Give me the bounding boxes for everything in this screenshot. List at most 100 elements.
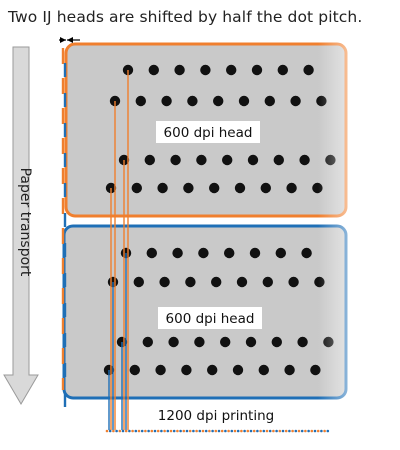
- nozzle: [170, 154, 181, 166]
- printed-dot: [240, 429, 243, 433]
- head-2: 600 dpi head: [62, 222, 400, 402]
- printed-dot: [179, 429, 182, 433]
- paper-transport-label: Paper transport: [17, 168, 33, 277]
- printed-dot: [169, 429, 173, 433]
- printed-dot: [176, 429, 179, 433]
- nozzle: [284, 364, 295, 376]
- nozzle: [172, 247, 183, 259]
- printed-dot: [128, 429, 131, 433]
- printed-dot: [230, 429, 234, 433]
- nozzle: [303, 64, 314, 76]
- nozzle: [200, 64, 211, 76]
- nozzle: [260, 182, 271, 194]
- printed-dot: [204, 429, 208, 433]
- nozzle: [183, 182, 194, 194]
- printed-dot: [134, 429, 138, 433]
- nozzle: [157, 182, 168, 194]
- printed-dot: [124, 429, 128, 433]
- printed-dot: [105, 429, 109, 433]
- head-1-fade-gradient: [318, 40, 378, 220]
- printed-dot: [278, 429, 282, 433]
- nozzle: [198, 247, 209, 259]
- nozzle: [185, 276, 196, 288]
- printed-dot: [275, 429, 278, 433]
- nozzle: [247, 154, 259, 166]
- head-1: 600 dpi head: [64, 40, 400, 220]
- printed-dot: [166, 429, 170, 433]
- nozzle: [299, 154, 310, 166]
- printed-dot: [294, 429, 298, 433]
- printed-dot: [262, 429, 266, 433]
- nozzle: [262, 276, 273, 288]
- printed-dot: [121, 429, 125, 433]
- nozzle: [155, 364, 166, 376]
- nozzle: [196, 154, 207, 166]
- printed-dot: [256, 429, 259, 433]
- nozzle: [220, 336, 231, 348]
- printed-dot: [192, 429, 195, 433]
- half-pitch-indicator: [59, 37, 80, 43]
- nozzle: [258, 364, 269, 376]
- printed-dot: [156, 429, 160, 433]
- nozzle: [236, 276, 248, 288]
- nozzle: [133, 276, 144, 288]
- nozzle: [271, 336, 282, 348]
- printed-dot: [185, 429, 189, 433]
- head-2-fade: [378, 222, 400, 402]
- head-1-label-box: [156, 121, 260, 143]
- nozzle: [144, 154, 155, 166]
- nozzle: [159, 276, 170, 288]
- nozzle: [129, 364, 140, 376]
- printed-dot: [313, 429, 317, 433]
- printed-dot: [300, 429, 304, 433]
- nozzle: [245, 336, 257, 348]
- printed-dot: [246, 429, 250, 433]
- printed-dot: [140, 429, 144, 433]
- head-2-label-box: [158, 307, 262, 329]
- printed-dot-row: [105, 429, 330, 433]
- printed-dot: [144, 429, 147, 433]
- nozzle: [264, 95, 275, 107]
- printed-dot: [220, 429, 224, 433]
- printed-dot: [281, 429, 285, 433]
- head-1-label: 600 dpi head: [164, 125, 253, 141]
- nozzle: [249, 247, 261, 259]
- printed-dot: [320, 429, 323, 433]
- printed-dot: [115, 429, 118, 433]
- nozzle: [297, 336, 308, 348]
- printed-dot: [150, 429, 154, 433]
- nozzle: [142, 336, 153, 348]
- diagram-title: Two IJ heads are shifted by half the dot…: [8, 8, 363, 26]
- printed-dot: [160, 429, 163, 433]
- head-1-fade: [378, 40, 400, 220]
- printed-dot: [249, 429, 253, 433]
- printed-dot: [153, 429, 157, 433]
- printed-dot: [211, 429, 214, 433]
- nozzle: [226, 64, 237, 76]
- printing-label-box: [130, 404, 282, 426]
- nozzle: [238, 95, 250, 107]
- printed-dot: [233, 429, 237, 433]
- nozzle: [161, 95, 172, 107]
- printed-dot: [310, 429, 314, 433]
- nozzle: [146, 247, 157, 259]
- nozzle: [234, 182, 246, 194]
- nozzle: [232, 364, 244, 376]
- nozzle: [288, 276, 299, 288]
- nozzle: [135, 95, 146, 107]
- printed-dot: [172, 429, 176, 433]
- printed-dot: [307, 429, 310, 433]
- nozzle: [174, 64, 185, 76]
- nozzle: [290, 95, 301, 107]
- nozzle: [194, 336, 205, 348]
- printed-dot: [137, 429, 141, 433]
- printed-dot: [224, 429, 227, 433]
- nozzle: [224, 247, 235, 259]
- printed-dot: [208, 429, 211, 433]
- printed-dot: [291, 429, 294, 433]
- printed-dot: [147, 429, 150, 433]
- printed-dot: [112, 429, 115, 433]
- nozzle: [251, 64, 263, 76]
- printed-dot: [326, 429, 330, 433]
- printed-dot: [163, 429, 166, 433]
